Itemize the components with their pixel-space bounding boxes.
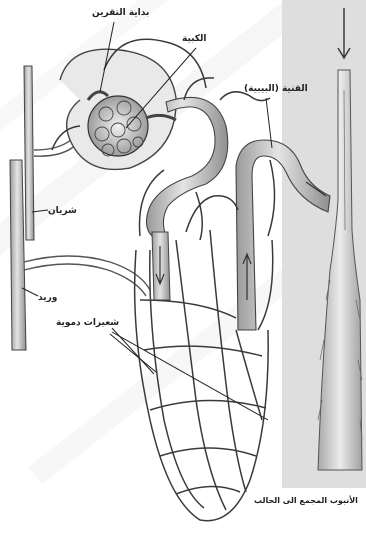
- label-capillaries: شعيرات دموية: [56, 318, 119, 328]
- label-vein: وريد: [38, 293, 57, 303]
- label-glomerulus: الكبية: [182, 34, 207, 44]
- label-collecting-duct: الأنبوب المجمع الى الحالب: [254, 496, 358, 505]
- label-artery: شريان: [48, 206, 77, 216]
- loop-of-henle: [152, 232, 170, 300]
- label-tubule: القنية (البيبية): [244, 84, 308, 94]
- leader-capillaries-1: [112, 328, 154, 374]
- label-capsule-start: بداية التقرين: [92, 8, 149, 18]
- glomerular-capsule: [60, 49, 176, 169]
